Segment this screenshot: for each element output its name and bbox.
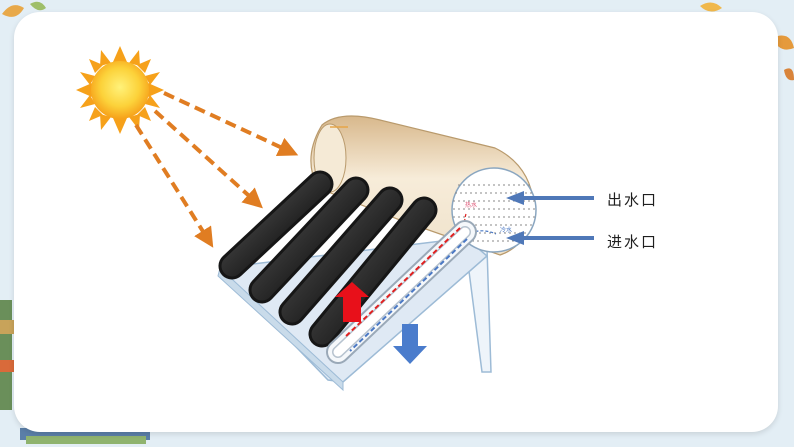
cold-water-label: 冷水 <box>500 226 512 234</box>
hot-flow-line <box>343 227 461 339</box>
sun-ray-arrow <box>153 109 263 209</box>
hot-water-label: 热水 <box>465 201 477 209</box>
leaf-decoration-icon <box>2 1 794 81</box>
inlet-label: 进水口 <box>607 233 659 251</box>
vacuum-tube <box>221 173 331 277</box>
sun-ray-arrow <box>163 91 299 157</box>
pointer-arrows <box>506 191 594 245</box>
sun-icon <box>76 46 164 134</box>
cold-flow-line <box>349 238 468 352</box>
outlet-pointer-arrow <box>522 196 594 200</box>
vacuum-tube <box>281 189 401 323</box>
cutaway-tube <box>326 220 477 364</box>
cold-sink-arrow <box>393 324 427 364</box>
hot-rise-arrow <box>335 282 369 322</box>
sun-rays <box>134 91 299 248</box>
sun-ray-arrow <box>134 123 214 248</box>
inlet-pointer-arrow <box>522 236 594 240</box>
vacuum-tubes <box>218 170 438 348</box>
vacuum-tube <box>311 199 435 345</box>
outlet-label: 出水口 <box>607 191 659 209</box>
vacuum-tube <box>251 179 367 301</box>
